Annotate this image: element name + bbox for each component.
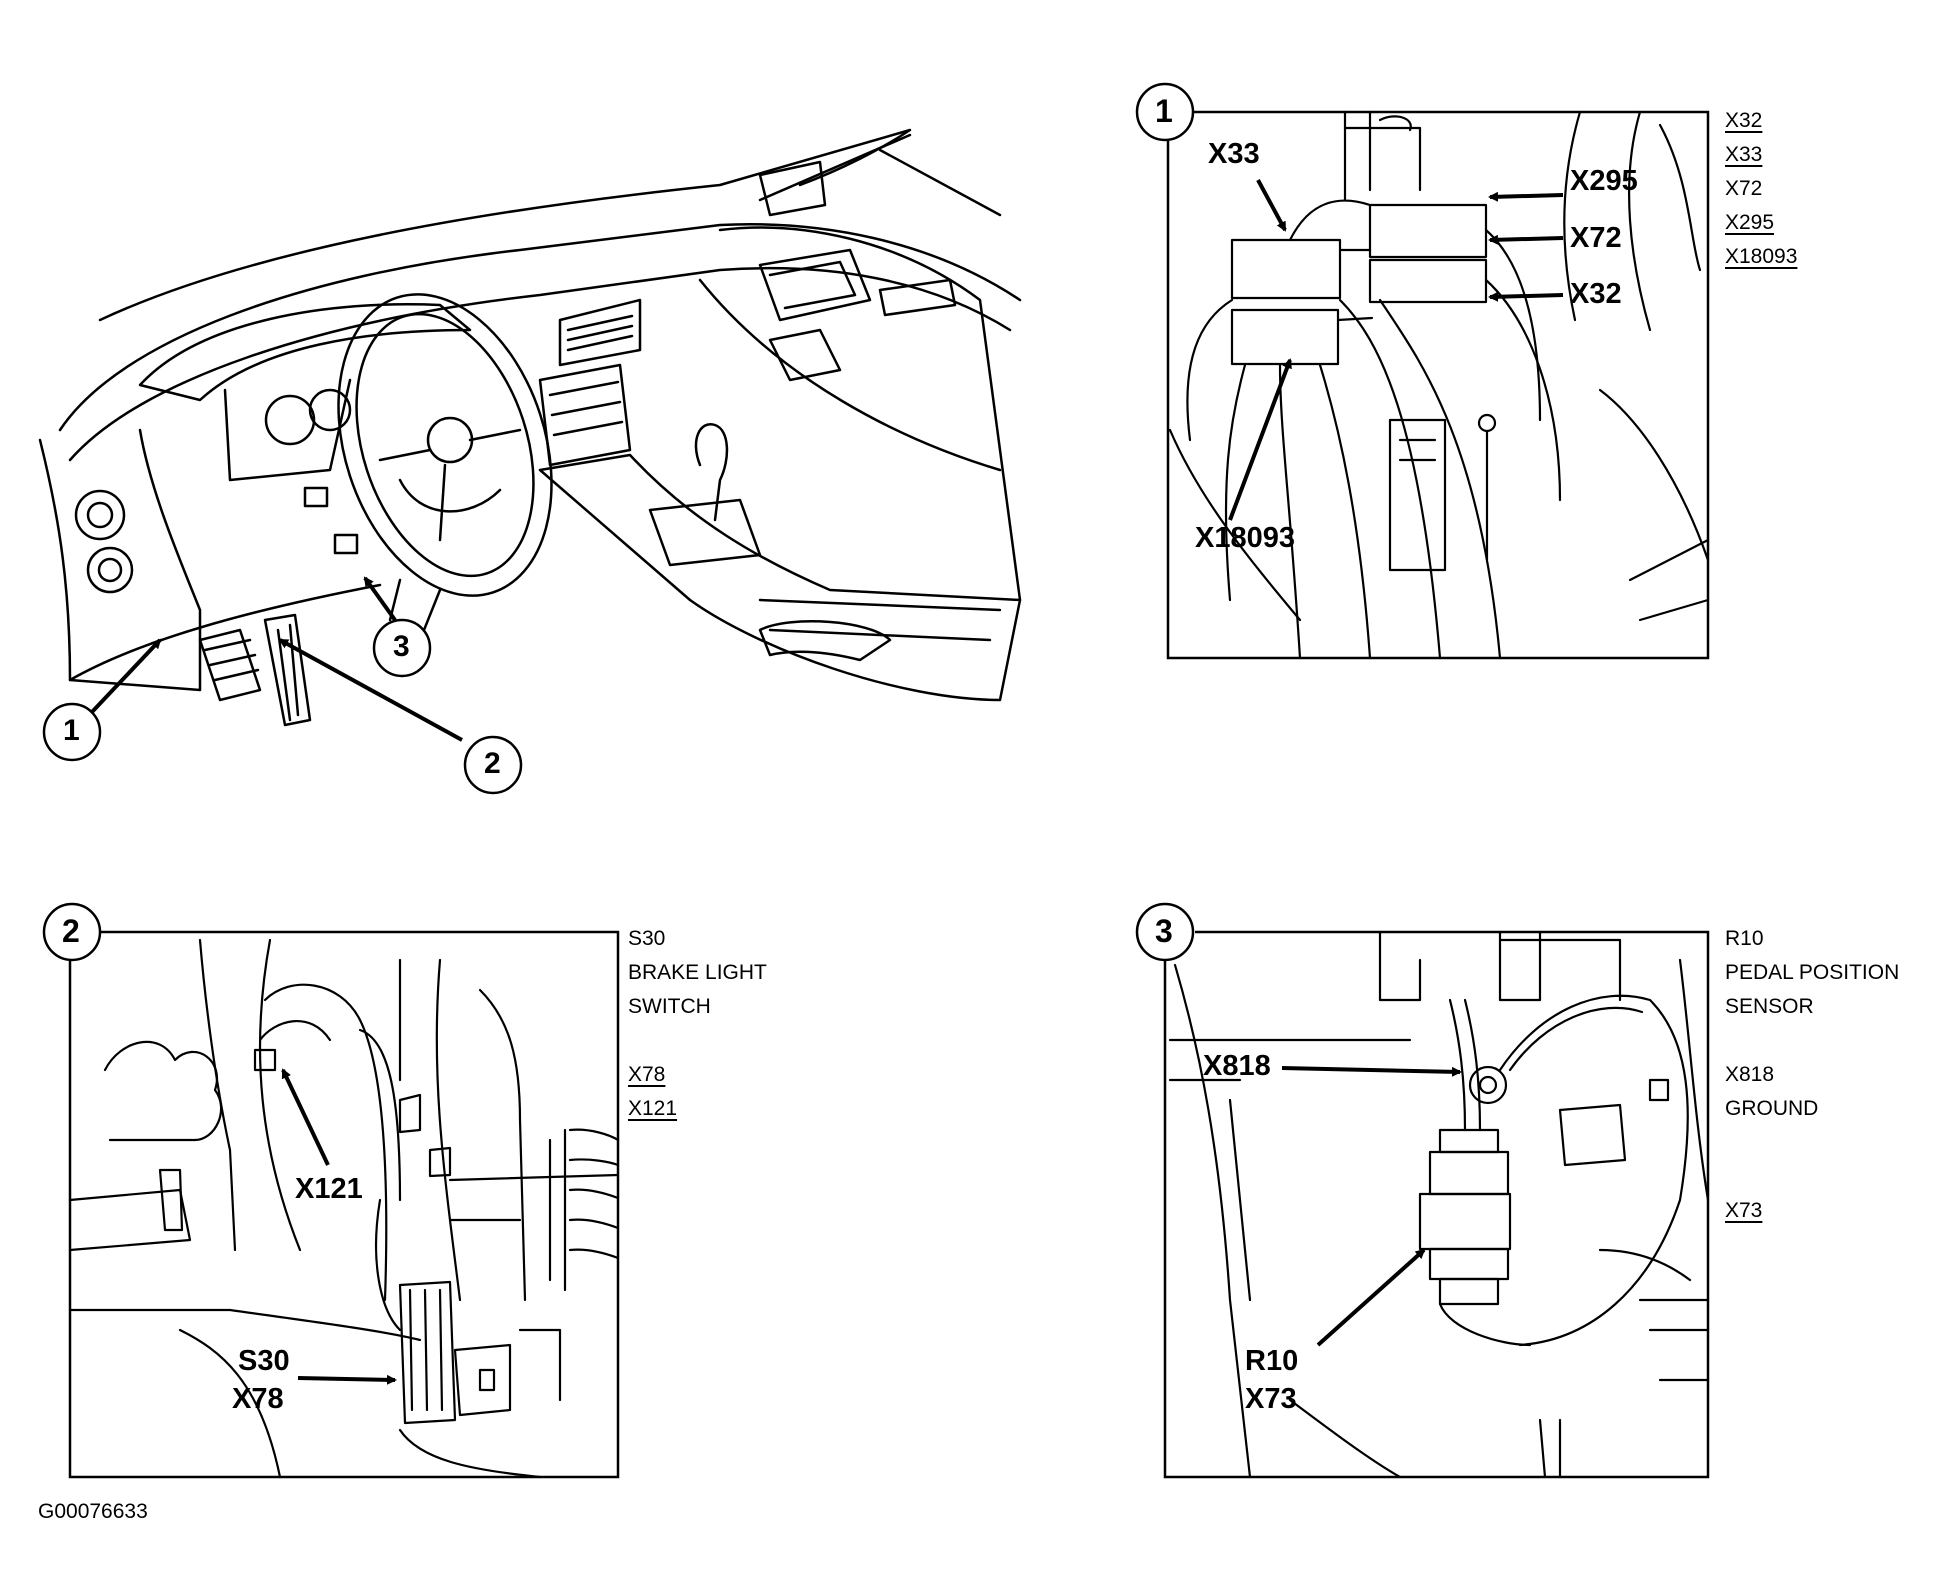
arrow-x33	[1256, 179, 1287, 232]
side-list-item: SENSOR	[1725, 995, 1814, 1018]
arrow-callout-3	[363, 576, 397, 622]
panel-1-number-circle	[1135, 82, 1195, 142]
arrow-callout-1	[90, 638, 162, 714]
label-x295: X295	[1570, 165, 1638, 197]
panel-2-frame	[68, 930, 620, 1479]
arrow-r10-x73	[1316, 1248, 1426, 1347]
side-list-item: PEDAL POSITION	[1725, 961, 1900, 984]
arrow-x72	[1488, 234, 1564, 245]
label-x72: X72	[1570, 222, 1622, 254]
panel-2-illustration	[68, 938, 620, 1479]
side-list-item: X72	[1725, 177, 1763, 200]
arrow-x32	[1488, 291, 1564, 302]
side-list-item	[1725, 1160, 1899, 1194]
arrow-x121	[281, 1068, 330, 1166]
arrow-s30-x78	[297, 1374, 397, 1385]
side-list-item	[1725, 1024, 1899, 1058]
label-x121: X121	[295, 1173, 363, 1205]
panel-3-number-circle	[1135, 902, 1195, 962]
label-r10: R10	[1245, 1345, 1299, 1377]
side-list-item: X78	[628, 1063, 666, 1086]
arrow-x818	[1281, 1066, 1462, 1077]
panel-3-frame	[1163, 930, 1710, 1479]
arrow-x18093	[1228, 358, 1292, 521]
side-list-item: X121	[628, 1097, 678, 1120]
panel-2-number-circle	[42, 902, 102, 962]
side-list-item: X33	[1725, 143, 1763, 166]
label-x33: X33	[1208, 138, 1260, 170]
label-s30: S30	[238, 1345, 290, 1377]
side-list-item: GROUND	[1725, 1097, 1819, 1120]
panel-3-number: 3	[1155, 913, 1173, 949]
callout-circle-1	[42, 702, 102, 762]
label-x78: X78	[232, 1383, 284, 1415]
side-list-item: X818	[1725, 1063, 1775, 1086]
label-x32: X32	[1570, 278, 1622, 310]
side-list-item	[1725, 1126, 1899, 1160]
arrow-x295	[1488, 191, 1564, 202]
callout-circle-3	[372, 618, 432, 678]
callout-circle-2	[463, 735, 523, 795]
arrow-callout-2	[278, 638, 463, 742]
side-list-item: S30	[628, 927, 666, 950]
side-list-item: X18093	[1725, 245, 1798, 268]
panel-2-number: 2	[62, 913, 80, 949]
panel-3-illustration	[1168, 930, 1710, 1479]
side-list-item: SWITCH	[628, 995, 711, 1018]
callout-number-1: 1	[63, 714, 80, 747]
side-list-item: X32	[1725, 109, 1763, 132]
label-x818: X818	[1203, 1050, 1271, 1082]
side-list-item: X295	[1725, 211, 1775, 234]
side-list-item	[628, 1024, 767, 1058]
label-x18093: X18093	[1195, 522, 1295, 554]
figure-id: G00076633	[38, 1500, 148, 1523]
side-list-item: BRAKE LIGHT	[628, 961, 767, 984]
label-x73: X73	[1245, 1383, 1297, 1415]
callout-number-3: 3	[393, 630, 410, 663]
car-interior-illustration	[38, 128, 1022, 727]
callout-number-2: 2	[484, 747, 501, 780]
panel-1-frame	[1166, 110, 1710, 660]
side-list-item: X73	[1725, 1199, 1763, 1222]
panel-1-number: 1	[1155, 93, 1173, 129]
side-list-item: R10	[1725, 927, 1764, 950]
